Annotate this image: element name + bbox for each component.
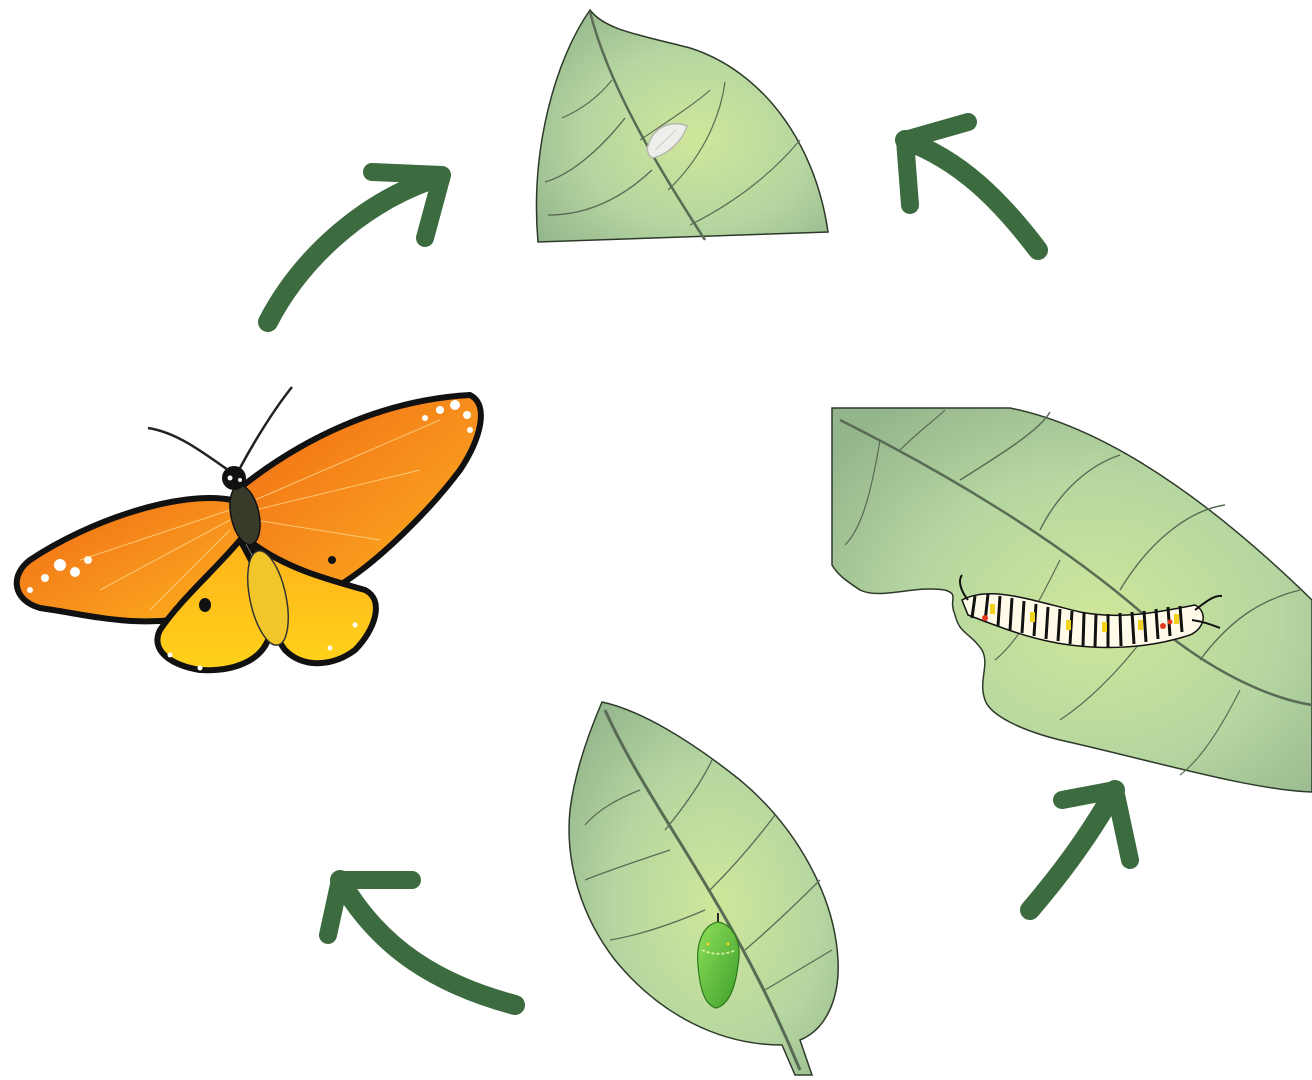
arrow-adult-to-egg xyxy=(268,172,442,322)
pupa-stage xyxy=(569,702,838,1075)
pupa-leaf xyxy=(569,702,838,1075)
adult-stage xyxy=(17,387,481,671)
arrow-caterpillar-to-pupa xyxy=(1030,790,1130,910)
caterpillar-stage xyxy=(832,408,1312,792)
egg-stage xyxy=(537,10,828,242)
arrow-caterpillar-to-egg xyxy=(905,122,1038,250)
caterpillar-leaf xyxy=(832,408,1312,792)
arrow-pupa-to-adult xyxy=(328,880,515,1005)
butterfly-icon xyxy=(17,387,481,671)
